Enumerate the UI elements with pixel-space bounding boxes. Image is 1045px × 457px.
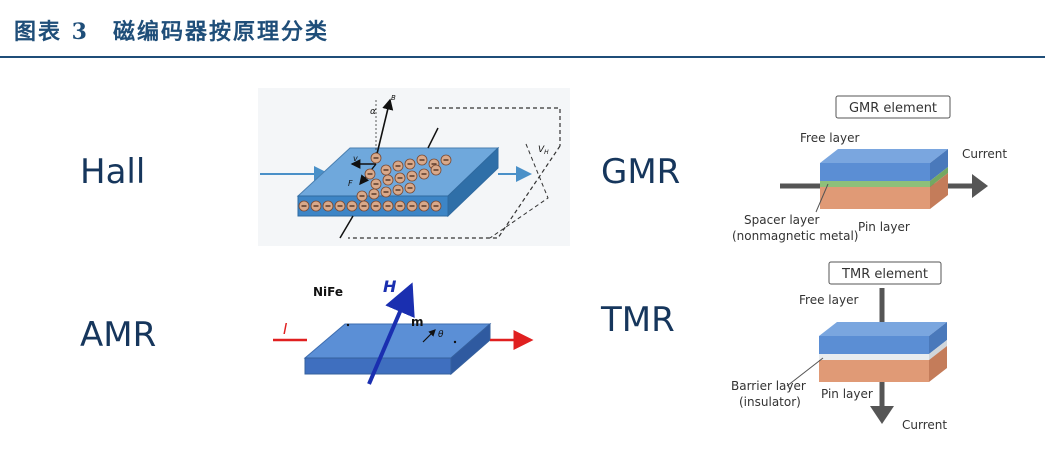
tmr-free-layer-label: Free layer <box>799 293 858 307</box>
hall-f-label: F <box>348 179 353 188</box>
tmr-barrier-label: Barrier layer <box>731 379 806 393</box>
tmr-diagram: TMR element Free layer Barrier layer (in… <box>731 261 947 432</box>
tmr-current-arrowhead <box>870 406 894 424</box>
tmr-free-front <box>819 336 929 354</box>
gmr-pin-label: Pin layer <box>858 220 910 234</box>
hall-alpha-label: α <box>370 107 376 117</box>
gmr-current-arrowhead <box>972 174 988 198</box>
hall-voltage-plane <box>489 143 549 239</box>
hall-bottom-terminal <box>339 215 354 239</box>
tmr-current-label: Current <box>902 418 947 432</box>
figure-header: 图表 3 磁编码器按原理分类 <box>0 0 1045 58</box>
tmr-free-side <box>929 322 947 354</box>
gmr-free-side <box>930 149 948 181</box>
amr-dot-2 <box>453 340 457 344</box>
hall-b-label: B <box>391 94 396 102</box>
amr-dot <box>346 323 350 327</box>
gmr-spacer-pointer <box>815 183 829 213</box>
tmr-label: TMR <box>601 300 675 340</box>
gmr-spacer-side <box>930 167 948 187</box>
hall-charge-group <box>298 152 452 212</box>
amr-theta-label: θ <box>438 330 444 340</box>
title-divider <box>0 56 1045 58</box>
gmr-element-box <box>835 95 951 119</box>
gmr-pin-side <box>930 173 948 209</box>
gmr-spacer-note: (nonmagnetic metal) <box>732 229 858 243</box>
gmr-spacer-front <box>820 181 930 187</box>
hall-label: Hall <box>80 152 146 192</box>
tmr-pin-side <box>929 346 947 382</box>
tmr-free-top <box>819 322 947 336</box>
gmr-free-front <box>820 163 930 181</box>
gmr-free-top <box>820 149 948 163</box>
gmr-diagram: GMR element Free layer Current Spacer la… <box>732 95 1007 243</box>
amr-material-label: NiFe <box>313 285 343 299</box>
figure-title: 图表 3 磁编码器按原理分类 <box>14 19 329 45</box>
tmr-barrier-front <box>819 354 929 360</box>
tmr-pin-label: Pin layer <box>821 387 873 401</box>
amr-diagram: NiFe H I m θ <box>273 277 534 385</box>
gmr-free-layer-label: Free layer <box>800 131 859 145</box>
hall-slab-side <box>447 146 499 218</box>
tmr-pin-front <box>819 360 929 382</box>
tmr-element-label: TMR element <box>841 267 928 282</box>
tmr-barrier-side <box>929 340 947 360</box>
gmr-label: GMR <box>601 152 681 192</box>
gmr-element-label: GMR element <box>849 101 937 116</box>
amr-field-vector <box>367 282 415 385</box>
hall-effect-diagram: α B v F VH <box>258 88 570 246</box>
gmr-pin-front <box>820 187 930 209</box>
hall-top-terminal <box>427 127 439 149</box>
amr-magnetization-label: m <box>411 315 424 329</box>
hall-b-vector <box>375 98 394 159</box>
amr-field-label: H <box>383 277 397 296</box>
hall-vh-label: VH <box>538 145 549 156</box>
tmr-barrier-note: (insulator) <box>739 395 801 409</box>
amr-magnetization-vector <box>422 329 436 343</box>
gmr-current-label: Current <box>962 147 1007 161</box>
gmr-spacer-label: Spacer layer <box>744 213 819 227</box>
tmr-element-box <box>828 261 942 285</box>
hall-v-label: v <box>353 154 358 163</box>
tmr-barrier-pointer <box>786 357 824 387</box>
amr-label: AMR <box>80 315 157 355</box>
amr-current-label: I <box>283 320 288 338</box>
